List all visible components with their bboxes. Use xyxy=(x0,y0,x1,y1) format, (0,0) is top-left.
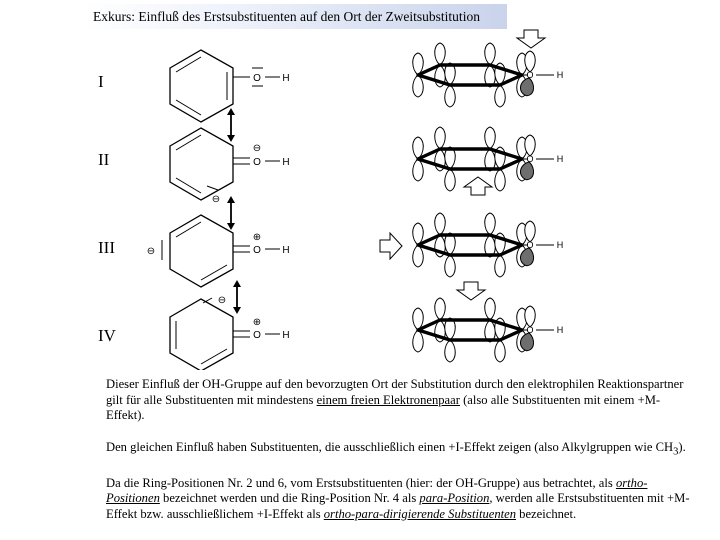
resonance-diagram: O H ⊖ O H ⊖ ⊕ O H ⊖ ⊕ xyxy=(147,29,564,370)
paragraph-ortho-para: Da die Ring-Positionen Nr. 2 und 6, vom … xyxy=(106,475,690,521)
structure-numeral: I xyxy=(98,72,104,91)
structure-numeral: III xyxy=(98,238,115,257)
p-orbital-lobe xyxy=(412,136,424,182)
p-orbital-lobe xyxy=(412,52,424,98)
hydrogen-atom: H xyxy=(282,157,289,168)
oxygen-p-orbital xyxy=(520,134,536,181)
structure-numeral: IV xyxy=(98,326,116,345)
electrophile-attack-arrow xyxy=(515,29,547,49)
charge-symbol: ⊖ xyxy=(147,246,155,257)
p-orbital-lobe xyxy=(444,146,456,192)
charge-symbol: ⊖ xyxy=(212,194,220,205)
explanation-text: Dieser Einfluß der OH-Gruppe auf den bev… xyxy=(106,377,696,538)
hydrogen-atom: H xyxy=(282,73,289,84)
electrophile-attack-arrow xyxy=(379,231,403,261)
sigma-ring xyxy=(416,318,524,342)
oxygen-atom: O xyxy=(253,245,261,256)
oxygen-atom: O xyxy=(526,154,533,164)
p-orbital-lobe xyxy=(444,62,456,108)
structure-numeral: II xyxy=(98,150,110,169)
hydrogen-atom: H xyxy=(282,245,289,256)
sigma-ring xyxy=(416,233,524,257)
oxygen-p-orbital xyxy=(520,50,536,97)
oxygen-p-orbital xyxy=(520,305,536,352)
resonance-arrow xyxy=(226,107,236,143)
structure-phenolate-ii: ⊖ O H ⊖ xyxy=(169,127,290,205)
hydrogen-atom: H xyxy=(557,70,564,80)
oxygen-atom: O xyxy=(253,157,261,168)
sigma-ring xyxy=(416,147,524,171)
p-orbital-lobe xyxy=(444,317,456,363)
p-orbital-lobe xyxy=(444,232,456,278)
page-title: Exkurs: Einfluß des Erstsubstituenten au… xyxy=(93,9,480,24)
oxygen-p-orbital xyxy=(520,220,536,267)
oxygen-atom: O xyxy=(526,240,533,250)
hydrogen-atom: H xyxy=(557,240,564,250)
oxygen-atom: O xyxy=(526,70,533,80)
charge-symbol: ⊖ xyxy=(253,143,261,154)
oxygen-atom: O xyxy=(253,73,261,84)
structure-iii: ⊕ O H ⊖ xyxy=(147,214,290,288)
electrophile-attack-arrow xyxy=(455,281,487,301)
structure-phenol-i: O H xyxy=(169,49,290,123)
oxygen-atom: O xyxy=(253,330,261,341)
sigma-ring xyxy=(416,63,524,87)
paragraph-i-effect: Den gleichen Einfluß haben Substituenten… xyxy=(106,439,686,458)
title-bar: Exkurs: Einfluß des Erstsubstituenten au… xyxy=(84,4,507,29)
hydrogen-atom: H xyxy=(557,325,564,335)
hydrogen-atom: H xyxy=(557,154,564,164)
charge-symbol: ⊕ xyxy=(253,232,261,243)
resonance-arrow xyxy=(226,195,236,231)
charge-symbol: ⊖ xyxy=(218,295,226,306)
paragraph-m-effect: Dieser Einfluß der OH-Gruppe auf den bev… xyxy=(106,377,684,422)
oxygen-atom: O xyxy=(526,325,533,335)
resonance-arrow xyxy=(232,279,242,315)
p-orbital-lobe xyxy=(412,222,424,268)
hydrogen-atom: H xyxy=(282,330,289,341)
charge-symbol: ⊕ xyxy=(253,317,261,328)
p-orbital-lobe xyxy=(412,307,424,353)
electrophile-attack-arrow xyxy=(462,176,494,196)
structure-iv: ⊕ O H ⊖ xyxy=(169,295,290,370)
